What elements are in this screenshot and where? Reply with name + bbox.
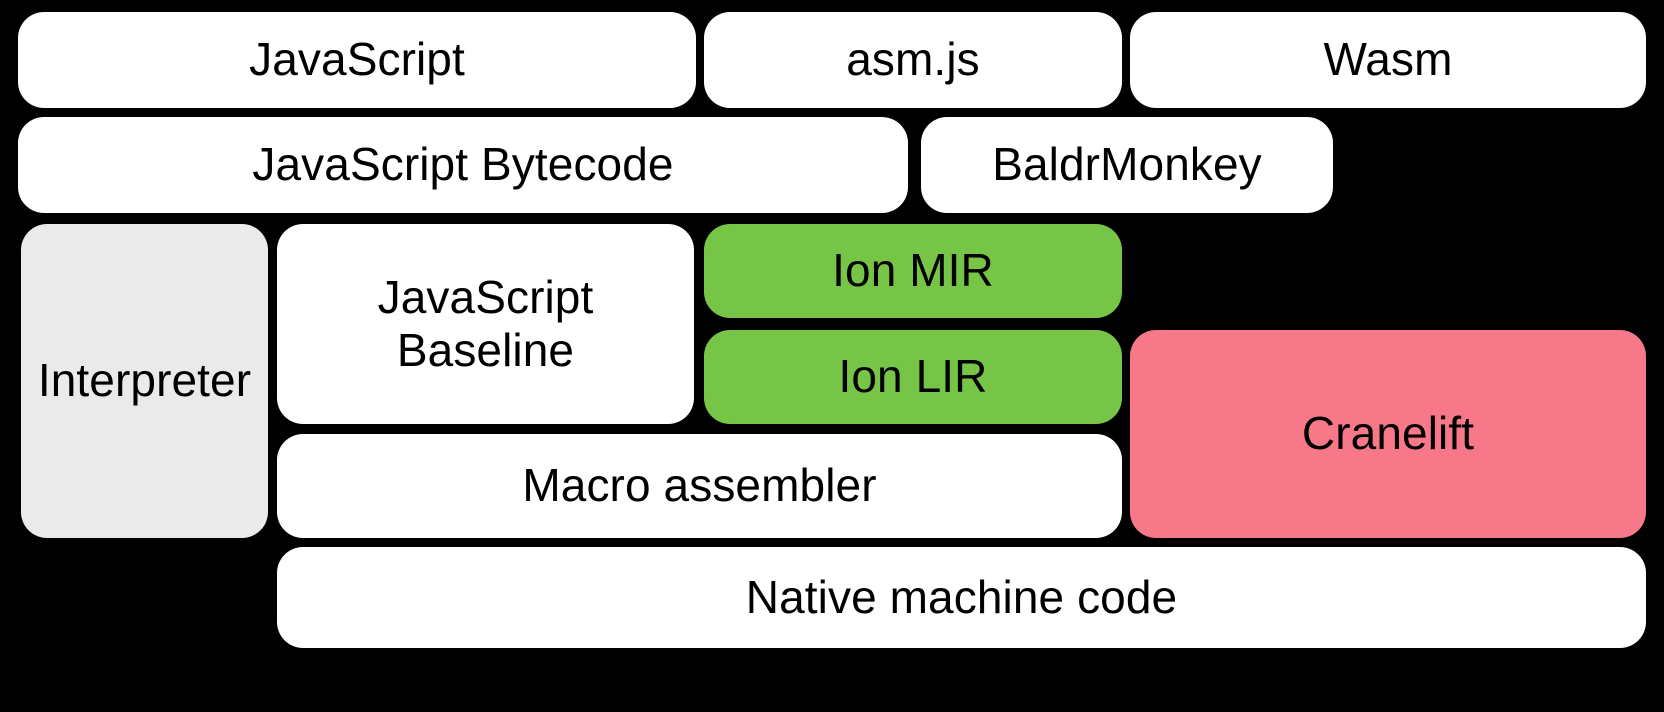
box-wasm[interactable]: Wasm bbox=[1130, 12, 1646, 108]
box-javascript-bytecode[interactable]: JavaScript Bytecode bbox=[18, 117, 908, 213]
box-interpreter[interactable]: Interpreter bbox=[21, 224, 268, 538]
box-ion-lir[interactable]: Ion LIR bbox=[704, 330, 1122, 424]
box-native-machine-code[interactable]: Native machine code bbox=[277, 547, 1646, 648]
box-javascript-baseline[interactable]: JavaScript Baseline bbox=[277, 224, 694, 424]
box-cranelift[interactable]: Cranelift bbox=[1130, 330, 1646, 538]
box-ion-mir[interactable]: Ion MIR bbox=[704, 224, 1122, 318]
box-javascript[interactable]: JavaScript bbox=[18, 12, 696, 108]
box-baldrmonkey[interactable]: BaldrMonkey bbox=[921, 117, 1333, 213]
box-macro-assembler[interactable]: Macro assembler bbox=[277, 434, 1122, 538]
box-asm-js[interactable]: asm.js bbox=[704, 12, 1122, 108]
